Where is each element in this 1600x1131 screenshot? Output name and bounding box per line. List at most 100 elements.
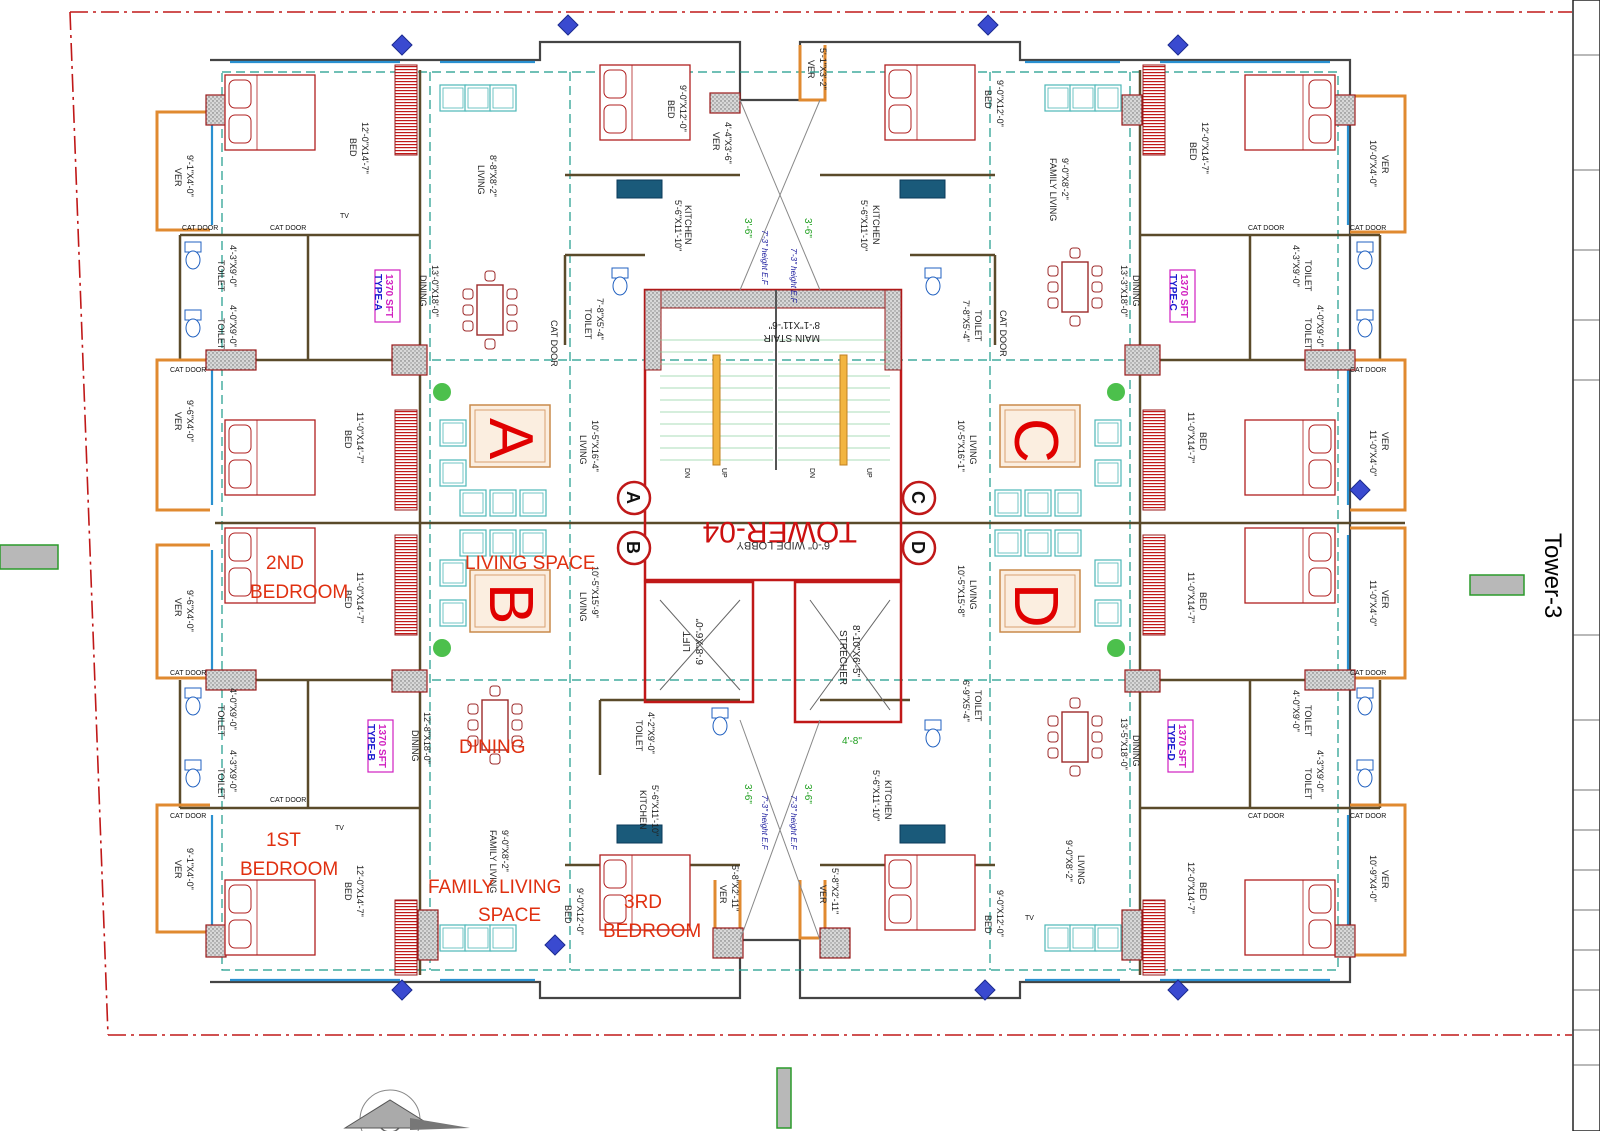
room-dim: 9'-0"X12'-0" [678, 85, 688, 132]
bed-icon [1244, 527, 1336, 604]
room-dim: 9'-1"X4'-0" [185, 848, 195, 890]
road-marker-left [0, 544, 59, 570]
room-dim: 10'-5"X16'-1" [956, 420, 966, 472]
type-label-c-box: 1370 SFT TYPE-C [1167, 269, 1196, 323]
verandas [155, 45, 1407, 957]
cat-door-label: CAT DOOR [170, 813, 206, 820]
tv-label: TV [1025, 915, 1034, 922]
room-dim: 9'-0"X8'-2" [1064, 840, 1074, 882]
gap-dim: 3'-6" [802, 784, 813, 804]
room-label-bed: BED [1198, 592, 1208, 611]
room-dim: 7'-8"X5'-4" [961, 300, 971, 342]
room-label-dining: DINING [418, 275, 428, 307]
room-label-living: LIVING [476, 165, 486, 195]
type-name-d: TYPE-D [1165, 724, 1176, 761]
room-label-toilet: TOILET [1303, 768, 1313, 800]
door-tag-a: A [623, 491, 643, 504]
room-label-bed: BED [1198, 882, 1208, 901]
unit-door-tags [616, 480, 937, 566]
cat-door-label: CAT DOOR [270, 225, 306, 232]
type-label-d-box: 1370 SFT TYPE-D [1165, 719, 1194, 773]
room-label-toilet: TOILET [216, 768, 226, 800]
room-dim: 4'-0"X9'-0" [1315, 305, 1325, 347]
room-dim: 5'-6"X11'-10" [650, 785, 660, 836]
room-label-ver: VER [173, 168, 183, 187]
room-label-ver: VER [806, 60, 816, 79]
compass-icon [343, 1089, 470, 1131]
room-label-toilet: TOILET [973, 690, 983, 722]
room-dim: 10'-5"X16'-4" [590, 420, 600, 472]
type-name-c: TYPE-C [1167, 274, 1178, 311]
room-label-living: LIVING [578, 435, 588, 465]
room-dim: 12'-8"X18'-0" [422, 712, 432, 764]
lobby-label: 6'-0" WIDE LOBBY [736, 539, 830, 551]
room-dim: 4'-3"X9'-0" [228, 245, 238, 287]
type-name-a: TYPE-A [372, 274, 383, 311]
room-dim: 4'-2"X9'-0" [646, 712, 656, 754]
room-dim: 11'-0"X14'-7" [355, 412, 365, 463]
cat-door-label: CAT DOOR [1248, 225, 1284, 232]
cat-door-label: CAT DOOR [1350, 670, 1386, 677]
type-area-d: 1370 SFT [1176, 724, 1187, 768]
room-dim: 11'-0"X4'-0" [1368, 580, 1378, 626]
bed-icon [224, 74, 316, 151]
room-label-kitchen: KITCHEN [883, 780, 893, 820]
room-label-kitchen: KITCHEN [638, 790, 648, 830]
stair-up-label: UP [865, 468, 872, 478]
tower-title: TOWER-04 [703, 515, 857, 548]
bed-icon [884, 854, 976, 931]
anno-family-living-2: SPACE [478, 905, 541, 926]
room-dim: 9'-1"X4'-0" [185, 155, 195, 197]
room-label-cat-door: CAT DOOR [549, 320, 559, 367]
room-label-ver: VER [711, 132, 721, 151]
gap-dim: 3'-6" [802, 218, 813, 238]
room-label-bed: BED [666, 100, 676, 119]
stair-handrail-left [712, 354, 721, 466]
room-label-bed: BED [348, 138, 358, 157]
building-outline [210, 40, 1352, 1000]
stair-dn-label: DN [683, 468, 690, 478]
room-label-bed: BED [563, 905, 573, 924]
plot-boundary-left [69, 11, 109, 1036]
room-label-living: LIVING [968, 580, 978, 610]
road-marker-bottom [776, 1067, 792, 1129]
road-marker-right [1469, 574, 1525, 596]
anno-first-bedroom-1: 1ST [266, 830, 301, 851]
door-tag-b: B [623, 541, 643, 554]
type-name-b: TYPE-B [365, 724, 376, 761]
room-dim: 4'-0"X9'-0" [228, 305, 238, 347]
room-dim: 9'-0"X12'-0" [575, 888, 585, 935]
room-dim: 4'-3"X9'-0" [1315, 750, 1325, 792]
balcony-rails [394, 64, 1166, 976]
room-dim: 7'-8"X5'-4" [595, 298, 605, 340]
bed-icon [224, 879, 316, 956]
type-label-a-box: 1370 SFT TYPE-A [372, 269, 401, 323]
room-dim: 11'-0"X14'-7" [355, 572, 365, 623]
room-dim: 5'-8"X2'-11" [730, 865, 740, 911]
anno-third-bedroom-2: BEDROOM [603, 921, 701, 942]
room-label-bed: BED [343, 882, 353, 901]
unit-letter-c: C [1001, 418, 1070, 463]
height-note: 7'-3" height E.F [760, 230, 769, 286]
dining-table-icon [1047, 247, 1103, 327]
height-note: 7'-3" height E.F [760, 795, 769, 851]
anno-third-bedroom-1: 3RD [624, 892, 662, 913]
lift-dim: 6'-8"X6'-0" [695, 618, 706, 665]
strecher-label: STRECHER [837, 630, 848, 685]
room-label-cat-door: CAT DOOR [998, 310, 1008, 357]
unit-letter-d: D [1001, 583, 1070, 628]
cat-door-label: CAT DOOR [170, 670, 206, 677]
kitchen-stoves [616, 179, 946, 844]
cat-door-labels: CAT DOOR CAT DOOR CAT DOOR CAT DOOR CAT … [170, 225, 1386, 820]
cat-door-label: CAT DOOR [1350, 225, 1386, 232]
room-label-ver: VER [173, 598, 183, 617]
room-label-ver: VER [818, 885, 828, 904]
bed-icon [884, 64, 976, 141]
anno-family-living-1: FAMILY LIVING [428, 877, 561, 898]
room-dim: 5'-6"X11'-10" [859, 200, 869, 251]
anno-dining: DINING [459, 737, 526, 758]
room-dim: 10'-5"X15'-9" [590, 566, 600, 618]
columns [205, 92, 1356, 961]
title-block-rows [1573, 54, 1600, 1066]
type-area-a: 1370 SFT [383, 274, 394, 318]
